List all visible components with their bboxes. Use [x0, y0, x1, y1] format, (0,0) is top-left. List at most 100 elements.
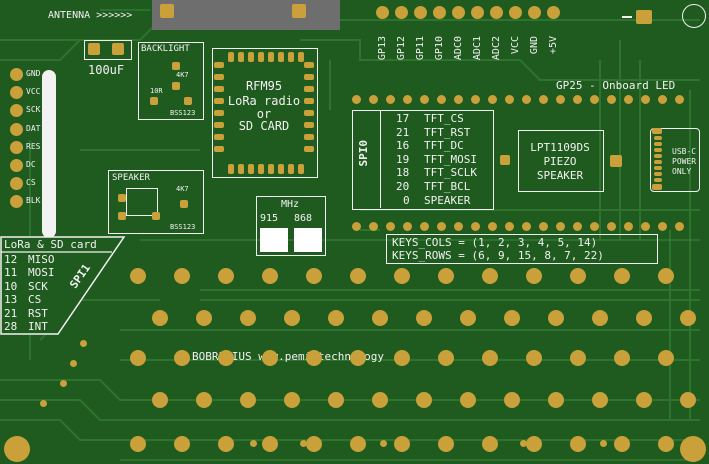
- key-switch-pad: [680, 310, 696, 326]
- left-pin-label: GND: [26, 69, 41, 78]
- key-switch-pad: [438, 350, 454, 366]
- mhz-868-pad[interactable]: [294, 228, 322, 252]
- usbc-pin-pad: [654, 148, 662, 152]
- spi0-pin: 18: [396, 166, 410, 180]
- key-switch-pad: [460, 310, 476, 326]
- header-pad: [403, 95, 412, 104]
- speaker-transistor: BSS123: [170, 223, 196, 231]
- rfm95-top-pad: [238, 52, 244, 62]
- key-switch-pad: [570, 350, 586, 366]
- speaker-pad: [180, 200, 188, 208]
- usbc-pin-pad: [654, 136, 662, 140]
- key-switch-pad: [526, 268, 542, 284]
- rfm95-top-pad: [258, 52, 264, 62]
- left-pin-label: DC: [26, 160, 36, 169]
- top-pin-pad: [509, 6, 522, 19]
- spi1-signal: INT: [28, 320, 48, 333]
- header-pad: [352, 222, 361, 231]
- key-switch-pad: [262, 268, 278, 284]
- rfm95-top-pad: [298, 52, 304, 62]
- header-pad: [607, 95, 616, 104]
- rfm95-right-pad: [304, 86, 314, 92]
- mhz-915-pad[interactable]: [260, 228, 288, 252]
- usbc-pin-pad: [654, 142, 662, 146]
- key-switch-pad: [570, 268, 586, 284]
- key-switch-pad: [218, 350, 234, 366]
- key-switch-pad: [174, 436, 190, 452]
- usbc-power: POWER: [672, 157, 697, 166]
- key-switch-pad: [306, 350, 322, 366]
- rfm95-left-pad: [214, 110, 224, 116]
- via: [250, 440, 257, 447]
- header-pad: [369, 222, 378, 231]
- speaker-pad: [118, 194, 126, 202]
- spi0-signal: TFT_SCLK: [424, 166, 477, 180]
- header-pad: [437, 95, 446, 104]
- header-pad: [641, 95, 650, 104]
- key-switch-pad: [240, 310, 256, 326]
- top-pin-pad: [433, 6, 446, 19]
- top-pin-pad: [490, 6, 503, 19]
- via: [520, 440, 527, 447]
- key-switch-pad: [526, 350, 542, 366]
- key-switch-pad: [658, 436, 674, 452]
- key-switch-pad: [592, 392, 608, 408]
- usbc-pin-pad: [654, 166, 662, 170]
- top-pin-pad: [452, 6, 465, 19]
- mounting-hole-top-right: [682, 4, 706, 28]
- rfm95-top-pad: [288, 52, 294, 62]
- key-switch-pad: [350, 350, 366, 366]
- key-switch-pad: [438, 268, 454, 284]
- left-pin-label: DAT: [26, 123, 41, 133]
- header-pad: [420, 222, 429, 231]
- capacitor-label: 100uF: [88, 63, 125, 77]
- piezo-outline: [518, 130, 604, 192]
- rfm95-bottom-pad: [248, 164, 254, 174]
- spi1-signal: MOSI: [28, 266, 55, 280]
- rfm95-right-pad: [304, 98, 314, 104]
- top-pin-pad: [547, 6, 560, 19]
- header-pad: [505, 95, 514, 104]
- led-marker: [622, 16, 632, 18]
- spi0-pin: 0: [403, 193, 410, 207]
- backlight-circuit-box: [138, 42, 204, 120]
- header-pad: [386, 95, 395, 104]
- rfm95-left-pad: [214, 134, 224, 140]
- display-connector-bar: [42, 70, 56, 238]
- header-pad: [386, 222, 395, 231]
- speaker-pad: [118, 212, 126, 220]
- key-switch-pad: [394, 350, 410, 366]
- key-switch-pad: [350, 268, 366, 284]
- spi0-label-cell: [352, 110, 381, 208]
- via: [60, 380, 67, 387]
- backlight-pad: [150, 97, 158, 105]
- rfm95-top-pad: [228, 52, 234, 62]
- top-pin-label: GP13: [377, 36, 388, 61]
- key-switch-pad: [218, 436, 234, 452]
- spi0-signal: TFT_BCL: [424, 180, 471, 193]
- rfm95-left-pad: [214, 62, 224, 68]
- left-pin-label: RES: [26, 141, 41, 151]
- header-pad: [488, 95, 497, 104]
- rfm95-right-pad: [304, 74, 314, 80]
- top-pin-label: GP11: [415, 36, 426, 61]
- mhz-868-label: 868: [294, 213, 313, 224]
- key-switch-pad: [196, 392, 212, 408]
- keys-box: [386, 234, 658, 264]
- speaker-transistor-outline: [126, 188, 158, 216]
- rfm95-right-pad: [304, 110, 314, 116]
- left-pin-label: CS: [26, 178, 36, 188]
- rfm95-bottom-pad: [228, 164, 234, 174]
- via: [70, 360, 77, 367]
- header-pad: [675, 95, 684, 104]
- header-pad: [522, 95, 531, 104]
- header-pad: [641, 222, 650, 231]
- usbc-label: USB-C: [672, 147, 697, 156]
- left-pin-pad: [10, 104, 23, 118]
- rfm95-left-pad: [214, 86, 224, 92]
- key-switch-pad: [350, 436, 366, 452]
- backlight-title: BACKLIGHT: [141, 44, 190, 54]
- key-switch-pad: [218, 268, 234, 284]
- via: [300, 440, 307, 447]
